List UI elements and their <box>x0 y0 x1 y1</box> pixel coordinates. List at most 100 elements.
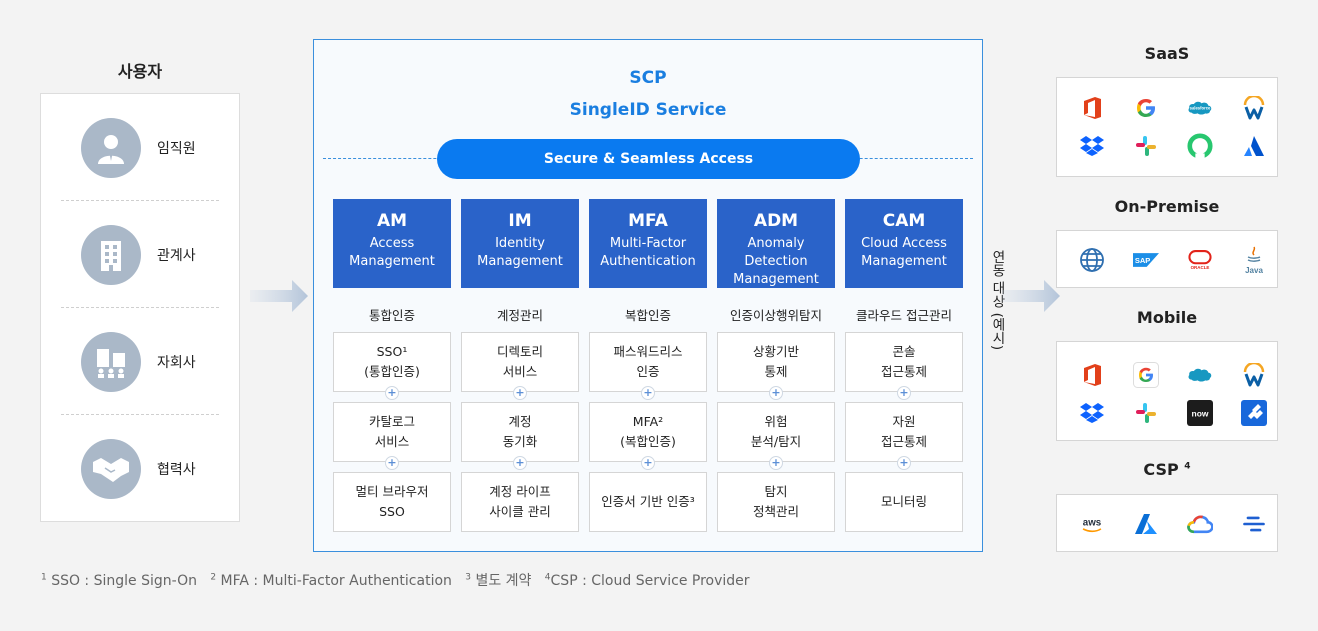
servicenow-icon: now <box>1187 400 1213 426</box>
scp-title-line1: SCP <box>629 68 667 88</box>
module-am-feature: 멀티 브라우저 SSO <box>333 472 451 532</box>
mobile-title: Mobile <box>1136 308 1198 327</box>
onprem-box: SAP ORACLE Java <box>1056 230 1278 288</box>
aws-text: aws <box>1083 518 1102 529</box>
plus-icon: + <box>897 386 911 400</box>
google-icon <box>1133 95 1159 121</box>
divider <box>61 307 219 308</box>
module-mfa-subtitle: 복합인증 <box>624 308 671 323</box>
slack-icon <box>1133 400 1159 426</box>
plus-icon: + <box>513 386 527 400</box>
module-mfa-feature: MFA² (복합인증) <box>589 402 707 462</box>
csp-title: CSP 4 <box>1056 460 1278 479</box>
google-cloud-icon <box>1187 511 1213 537</box>
module-am-feature: SSO¹ (통합인증) <box>333 332 451 392</box>
module-adm-subtitle: 인증이상행위탐지 <box>729 308 822 323</box>
users-title: 사용자 <box>117 62 163 81</box>
scp-title-line2: SingleID Service <box>569 100 727 120</box>
globe-icon <box>1079 247 1105 273</box>
company-group-icon <box>81 331 141 392</box>
dropbox-icon <box>1079 400 1105 426</box>
user-label: 관계사 <box>157 247 196 264</box>
user-item-subsidiary: 자회사 <box>41 308 239 415</box>
plus-icon: + <box>385 386 399 400</box>
module-mfa-header: MFA Multi-Factor Authentication <box>589 199 707 288</box>
sap-icon: SAP <box>1133 247 1159 273</box>
csp-box: aws <box>1056 494 1278 552</box>
module-mfa-feature: 인증서 기반 인증³ <box>589 472 707 532</box>
sap-text: SAP <box>1135 256 1150 265</box>
aws-icon: aws <box>1079 511 1105 537</box>
divider <box>61 200 219 201</box>
atlassian-icon <box>1241 133 1267 159</box>
plus-icon: + <box>641 456 655 470</box>
oracle-icon: ORACLE <box>1187 247 1213 273</box>
azure-icon <box>1133 511 1159 537</box>
module-full-name: Cloud Access Management <box>861 236 947 269</box>
google-icon <box>1133 362 1159 388</box>
footnote-1: SSO : Single Sign-On <box>51 573 197 589</box>
handshake-icon <box>81 438 141 499</box>
module-cam-feature: 자원 접근통제 <box>845 402 963 462</box>
building-icon <box>81 224 141 285</box>
module-mfa-feature: 패스워드리스 인증 <box>589 332 707 392</box>
java-icon: Java <box>1241 246 1267 275</box>
user-item-partner: 협력사 <box>41 415 239 522</box>
module-cam-subtitle: 클라우드 접근관리 <box>856 308 952 323</box>
plus-icon: + <box>769 386 783 400</box>
module-cam-feature: 콘솔 접근통제 <box>845 332 963 392</box>
oracle-text: ORACLE <box>1191 265 1210 270</box>
arrow-right-icon <box>1002 280 1060 312</box>
plus-icon: + <box>897 456 911 470</box>
saas-box: salesforce <box>1056 77 1278 177</box>
module-cam-feature: 모니터링 <box>845 472 963 532</box>
module-abbr: IM <box>508 211 532 231</box>
module-adm-feature: 탐지 정책관리 <box>717 472 835 532</box>
module-abbr: CAM <box>882 211 926 231</box>
office-icon <box>1079 95 1105 121</box>
user-item-affiliate: 관계사 <box>41 201 239 308</box>
module-abbr: MFA <box>628 211 668 231</box>
module-abbr: ADM <box>753 211 799 231</box>
java-text: Java <box>1245 266 1263 275</box>
module-am-feature: 카탈로그 서비스 <box>333 402 451 462</box>
module-full-name: Access Management <box>349 236 435 269</box>
datadog-icon <box>1241 511 1267 537</box>
divider <box>61 414 219 415</box>
module-im-feature: 디렉토리 서비스 <box>461 332 579 392</box>
footnote-3: 별도 계약 <box>475 573 532 589</box>
user-label: 자회사 <box>157 354 196 371</box>
module-adm-header: ADM Anomaly Detection Management <box>717 199 835 288</box>
footnote-4: CSP : Cloud Service Provider <box>550 573 750 589</box>
saas-title: SaaS <box>1144 44 1190 63</box>
module-adm-feature: 위험 분석/탐지 <box>717 402 835 462</box>
slack-icon <box>1133 133 1159 159</box>
module-im-subtitle: 계정관리 <box>496 308 543 323</box>
module-full-name: Multi-Factor Authentication <box>600 236 696 269</box>
module-abbr: AM <box>376 211 408 231</box>
module-im-feature: 계정 라이프 사이클 관리 <box>461 472 579 532</box>
user-label: 임직원 <box>157 140 196 157</box>
user-item-employee: 임직원 <box>41 94 239 201</box>
workday-icon <box>1241 95 1267 121</box>
footnote: 1 SSO : Single Sign-On 2 MFA : Multi-Fac… <box>41 572 750 589</box>
module-adm-feature: 상황기반 통제 <box>717 332 835 392</box>
plus-icon: + <box>513 456 527 470</box>
scp-title: SCP SingleID Service <box>313 62 983 126</box>
person-icon <box>81 117 141 178</box>
salesforce-text: salesforce <box>1190 106 1211 111</box>
plus-icon: + <box>385 456 399 470</box>
salesforce-icon <box>1187 362 1213 388</box>
module-cam-header: CAM Cloud Access Management <box>845 199 963 288</box>
csp-footnote-mark: 4 <box>1184 461 1191 472</box>
integration-label: 연동 대상 (예시) <box>989 249 1005 351</box>
csp-title-text: CSP <box>1143 460 1179 479</box>
module-full-name: Anomaly Detection Management <box>733 236 819 287</box>
module-am-subtitle: 통합인증 <box>368 308 415 323</box>
mobile-box: now <box>1056 341 1278 441</box>
jira-icon <box>1241 400 1267 426</box>
office-icon <box>1079 362 1105 388</box>
ring-icon <box>1187 133 1213 159</box>
workday-icon <box>1241 362 1267 388</box>
